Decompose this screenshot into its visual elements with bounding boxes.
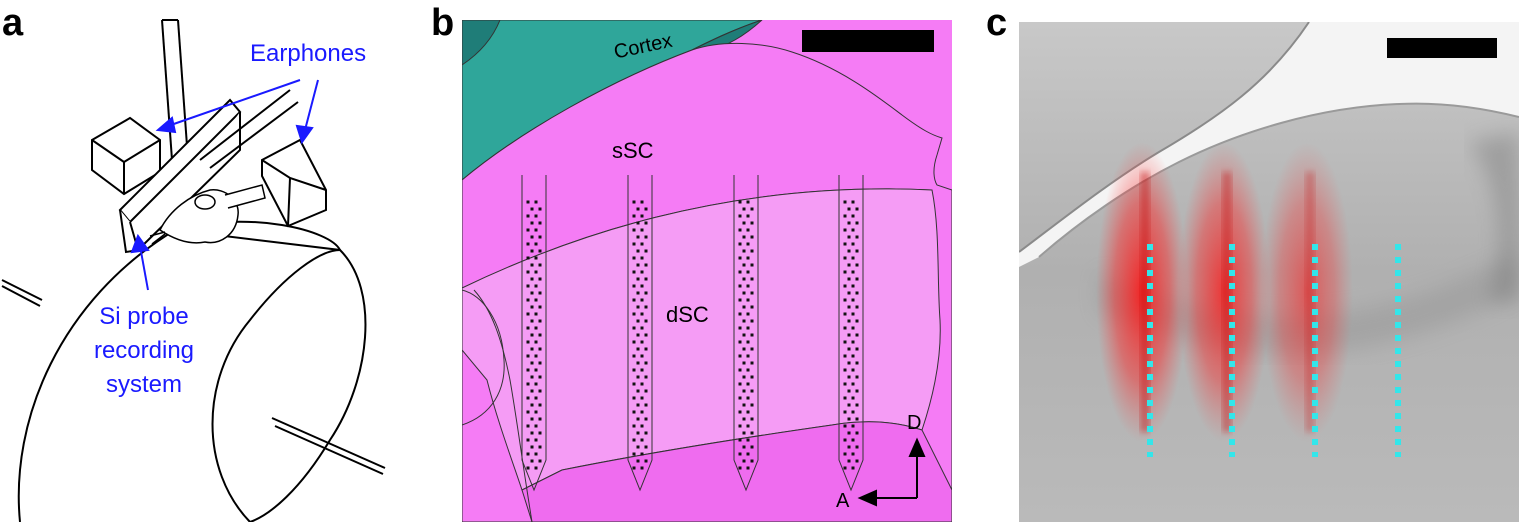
track-markers xyxy=(1147,244,1401,457)
scale-bar-c xyxy=(1387,38,1497,58)
panel-a-illustration xyxy=(1,19,386,522)
head-fixation-rods xyxy=(199,89,299,169)
probe-electrode-sites xyxy=(526,200,542,470)
earphones-label: Earphones xyxy=(250,40,367,67)
cortex-dark-corner xyxy=(462,20,501,66)
probe-electrode-sites xyxy=(632,200,648,470)
probe-shank xyxy=(838,175,864,492)
dye-track-core xyxy=(1305,172,1315,432)
right-dark-structure xyxy=(1469,132,1519,302)
panel-a-letter: a xyxy=(2,2,24,44)
probe-electrode-sites xyxy=(738,200,754,470)
gap-upper-edge xyxy=(1019,22,1310,253)
probe-shank xyxy=(733,175,759,492)
right-earphone xyxy=(261,138,327,228)
panel-c-letter: c xyxy=(986,2,1008,44)
mouse-head xyxy=(149,184,266,245)
dye-tracks xyxy=(1096,142,1353,442)
left-oval-structure xyxy=(462,289,505,426)
si-probe-label: Si probe recording system xyxy=(64,300,224,402)
probe-shanks xyxy=(521,175,864,492)
left-inner-boundary xyxy=(473,289,533,522)
annotation-arrows xyxy=(130,79,319,291)
probe-shank xyxy=(627,175,653,492)
probe-electrode-sites xyxy=(843,200,859,470)
si-probe-label-line3: system xyxy=(105,371,182,398)
tissue-gap xyxy=(1019,22,1519,267)
si-probe-label-line2: recording xyxy=(93,337,195,364)
dye-track-core xyxy=(1140,172,1150,432)
deep-region xyxy=(521,421,952,522)
panel-b-letter: b xyxy=(431,2,455,44)
panel-b-atlas-diagram xyxy=(462,20,952,522)
panel-c-histology-image xyxy=(1019,22,1519,522)
si-probe-label-line1: Si probe xyxy=(99,303,189,330)
dye-track-core xyxy=(1222,172,1232,432)
probe-post xyxy=(161,19,189,161)
axis-a-label: A xyxy=(836,490,850,512)
ssc-label: sSC xyxy=(612,138,654,163)
axis-d-label: D xyxy=(907,412,922,434)
treadmill-wheel xyxy=(1,220,386,522)
probe-shank xyxy=(521,175,547,492)
scale-bar-b xyxy=(802,30,934,52)
dsc-label: dSC xyxy=(666,302,709,327)
orientation-axes xyxy=(857,437,926,507)
